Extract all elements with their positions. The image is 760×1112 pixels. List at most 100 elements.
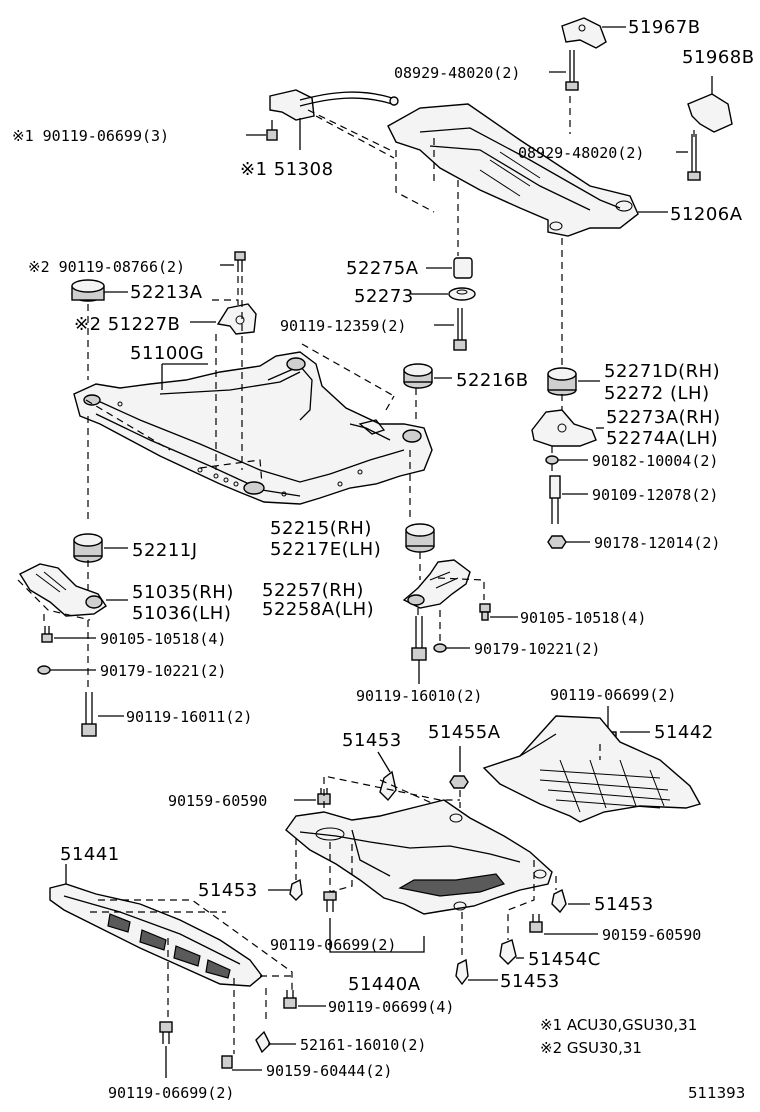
nut-51455a <box>449 746 469 789</box>
label-90178: 90178-12014(2) <box>594 534 720 552</box>
label-90182: 90182-10004(2) <box>592 452 718 470</box>
bolt-90119-16011 <box>81 692 124 737</box>
label-08929-b: 08929-48020(2) <box>518 144 644 162</box>
label-51036: 51036(LH) <box>132 603 231 624</box>
bolt-08929-b <box>676 134 701 181</box>
label-90119-16011: 90119-16011(2) <box>126 708 252 726</box>
label-51308: ※1 51308 <box>240 159 334 180</box>
label-52217e: 52217E(LH) <box>270 539 381 560</box>
label-90159-60590-b: 90159-60590 <box>602 926 701 944</box>
washer-90179-r <box>433 643 470 653</box>
label-08929-a: 08929-48020(2) <box>394 64 520 82</box>
nut-90182 <box>545 455 588 465</box>
bolt-90119-06699-a <box>246 120 278 141</box>
label-52161: 52161-16010(2) <box>300 1036 426 1054</box>
label-90159-60590-a: 90159-60590 <box>168 792 267 810</box>
label-52211j: 52211J <box>132 540 198 561</box>
label-90119-06699-2a: 90119-06699(2) <box>550 686 676 704</box>
label-90105-r: 90105-10518(4) <box>520 609 646 627</box>
stabilizer-bracket-51308 <box>269 89 399 150</box>
label-52275a: 52275A <box>346 258 419 279</box>
bracket-51968b <box>687 76 733 133</box>
label-51035: 51035(RH) <box>132 582 234 603</box>
side-undercover-51441 <box>49 864 263 987</box>
label-90159-60444: 90159-60444(2) <box>266 1062 392 1080</box>
bushing-52271d <box>547 367 600 396</box>
clip-51453-left <box>268 878 303 901</box>
label-51206a: 51206A <box>670 204 743 225</box>
label-90119-16010: 90119-16010(2) <box>356 687 482 705</box>
clip-51453-top <box>377 751 397 802</box>
bracket-52257 <box>402 559 471 609</box>
washer-90179-l <box>37 665 96 675</box>
clip-51453-bottom <box>455 958 498 986</box>
label-52271d: 52271D(RH) <box>604 361 720 382</box>
label-51441: 51441 <box>60 844 120 865</box>
washer-52273 <box>410 287 476 301</box>
label-90105-l: 90105-10518(4) <box>100 630 226 648</box>
label-52216b: 52216B <box>456 370 529 391</box>
label-51454c: 51454C <box>528 949 601 970</box>
bolt-90119-06699-c <box>323 891 337 912</box>
label-90119-12359: 90119-12359(2) <box>280 317 406 335</box>
label-90109: 90109-12078(2) <box>592 486 718 504</box>
label-90179-r: 90179-10221(2) <box>474 640 600 658</box>
bushing-52213a <box>71 279 128 302</box>
label-52257: 52257(RH) <box>262 580 364 601</box>
bolt-90119-06699-d <box>283 990 326 1009</box>
label-90119-06699-2c: 90119-06699(2) <box>108 1084 234 1102</box>
label-51453-bottom: 51453 <box>500 971 560 992</box>
label-90119-08766: ※2 90119-08766(2) <box>28 258 185 276</box>
label-90119-06699-4: 90119-06699(4) <box>328 998 454 1016</box>
screw-90159-60444 <box>221 1055 262 1071</box>
center-undercover-51440a <box>285 799 553 915</box>
label-51453-right: 51453 <box>594 894 654 915</box>
clip-51453-right <box>551 888 590 914</box>
label-52258a: 52258A(LH) <box>262 599 374 620</box>
bolt-90159-60590-b <box>529 914 598 935</box>
bushing-52275a <box>426 257 473 279</box>
bracket-51035 <box>18 563 128 617</box>
bushing-52216b <box>403 363 452 389</box>
label-52272: 52272 (LH) <box>604 383 710 404</box>
nut-90178 <box>547 535 590 549</box>
bolt-90119-16010 <box>411 616 427 684</box>
stud-90109 <box>549 475 588 524</box>
figure-id: 511393 <box>688 1084 745 1102</box>
engine-undercover-51442 <box>482 715 702 823</box>
note-1: ※1 ACU30,GSU30,31 <box>540 1016 697 1034</box>
clip-52161 <box>255 1030 296 1054</box>
label-51440a: 51440A <box>348 974 421 995</box>
bracket-52273a <box>531 409 604 447</box>
label-90179-l: 90179-10221(2) <box>100 662 226 680</box>
label-52213a: 52213A <box>130 282 203 303</box>
bushing-52215 <box>405 523 435 553</box>
bolt-90119-12359 <box>434 308 467 351</box>
label-51227b: ※2 51227B <box>74 314 180 335</box>
bolt-90119-08766 <box>220 251 246 272</box>
label-51100g: 51100G <box>130 343 204 364</box>
label-52274a: 52274A(LH) <box>606 428 718 449</box>
label-51453-top: 51453 <box>342 730 402 751</box>
bushing-52211j <box>73 533 128 563</box>
bracket-51227b <box>190 303 257 335</box>
note-2: ※2 GSU30,31 <box>540 1039 642 1057</box>
label-52215: 52215(RH) <box>270 518 372 539</box>
label-51967b: 51967B <box>628 17 701 38</box>
label-90119-06699-3: ※1 90119-06699(3) <box>12 127 169 145</box>
rear-crossmember-51206a <box>387 103 668 237</box>
label-51968b: 51968B <box>682 47 755 68</box>
label-51442: 51442 <box>654 722 714 743</box>
label-52273: 52273 <box>354 286 414 307</box>
clip-51454c <box>499 939 524 965</box>
bolt-90105-r <box>479 603 518 621</box>
label-90119-06699-2b: 90119-06699(2) <box>270 936 396 954</box>
label-52273a: 52273A(RH) <box>606 407 721 428</box>
bracket-51967b <box>561 17 626 49</box>
label-51453-left: 51453 <box>198 880 258 901</box>
front-suspension-member-51100g <box>73 351 433 505</box>
bolt-08929-a <box>549 50 579 91</box>
label-51455a: 51455A <box>428 722 501 743</box>
bolt-90119-06699-e <box>159 1021 173 1078</box>
